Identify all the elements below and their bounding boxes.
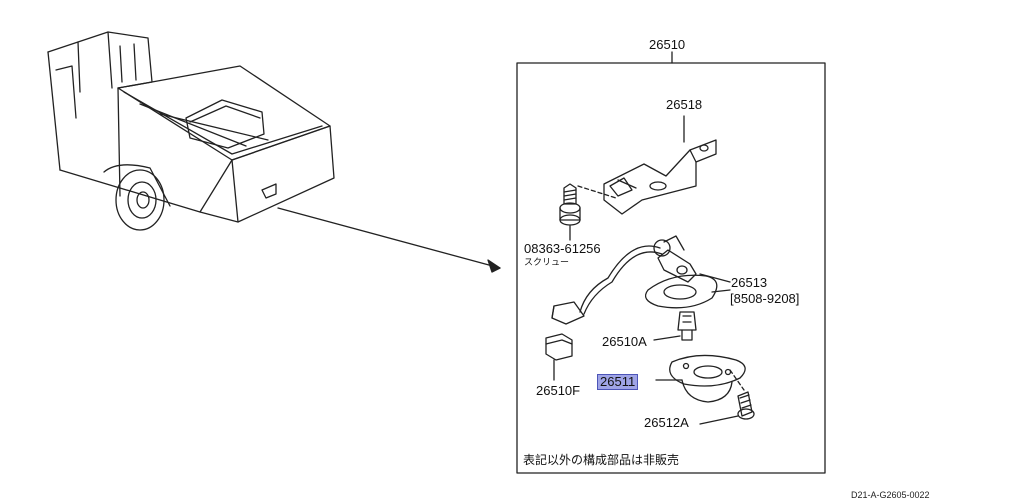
- bolt-part-number: 26512A: [644, 415, 689, 430]
- bulb-part-number: 26510A: [602, 334, 647, 349]
- gasket-part: [644, 274, 731, 309]
- assembly-box: [516, 62, 826, 474]
- lamp-housing-part: [655, 354, 746, 403]
- callout-arrow-line: [277, 207, 501, 269]
- gasket-part-number: 26513: [731, 275, 768, 290]
- callout-arrow-head: [487, 259, 501, 273]
- gasket-date-range: [8508-9208]: [730, 291, 800, 306]
- connector-part: [545, 333, 573, 381]
- diagram-reference-code: D21-A-G2605-0022: [851, 490, 930, 500]
- screw-part: [559, 183, 617, 241]
- screw-part-number: 08363-61256: [524, 241, 601, 256]
- bulb-part: [653, 311, 697, 341]
- connector-part-number: 26510F: [536, 383, 581, 398]
- truck-illustration: [47, 31, 335, 231]
- bolt-part: [699, 391, 755, 425]
- lamp-housing-part-number[interactable]: 26511: [597, 374, 639, 390]
- screw-kana-label: スクリュー: [524, 257, 570, 267]
- bracket-part-number: 26518: [666, 97, 703, 112]
- assembly-part-number: 26510: [649, 37, 686, 52]
- bracket-part: [603, 115, 717, 215]
- not-for-sale-note: 表記以外の構成部品は非販売: [523, 453, 680, 467]
- socket-wire-part: [551, 235, 731, 325]
